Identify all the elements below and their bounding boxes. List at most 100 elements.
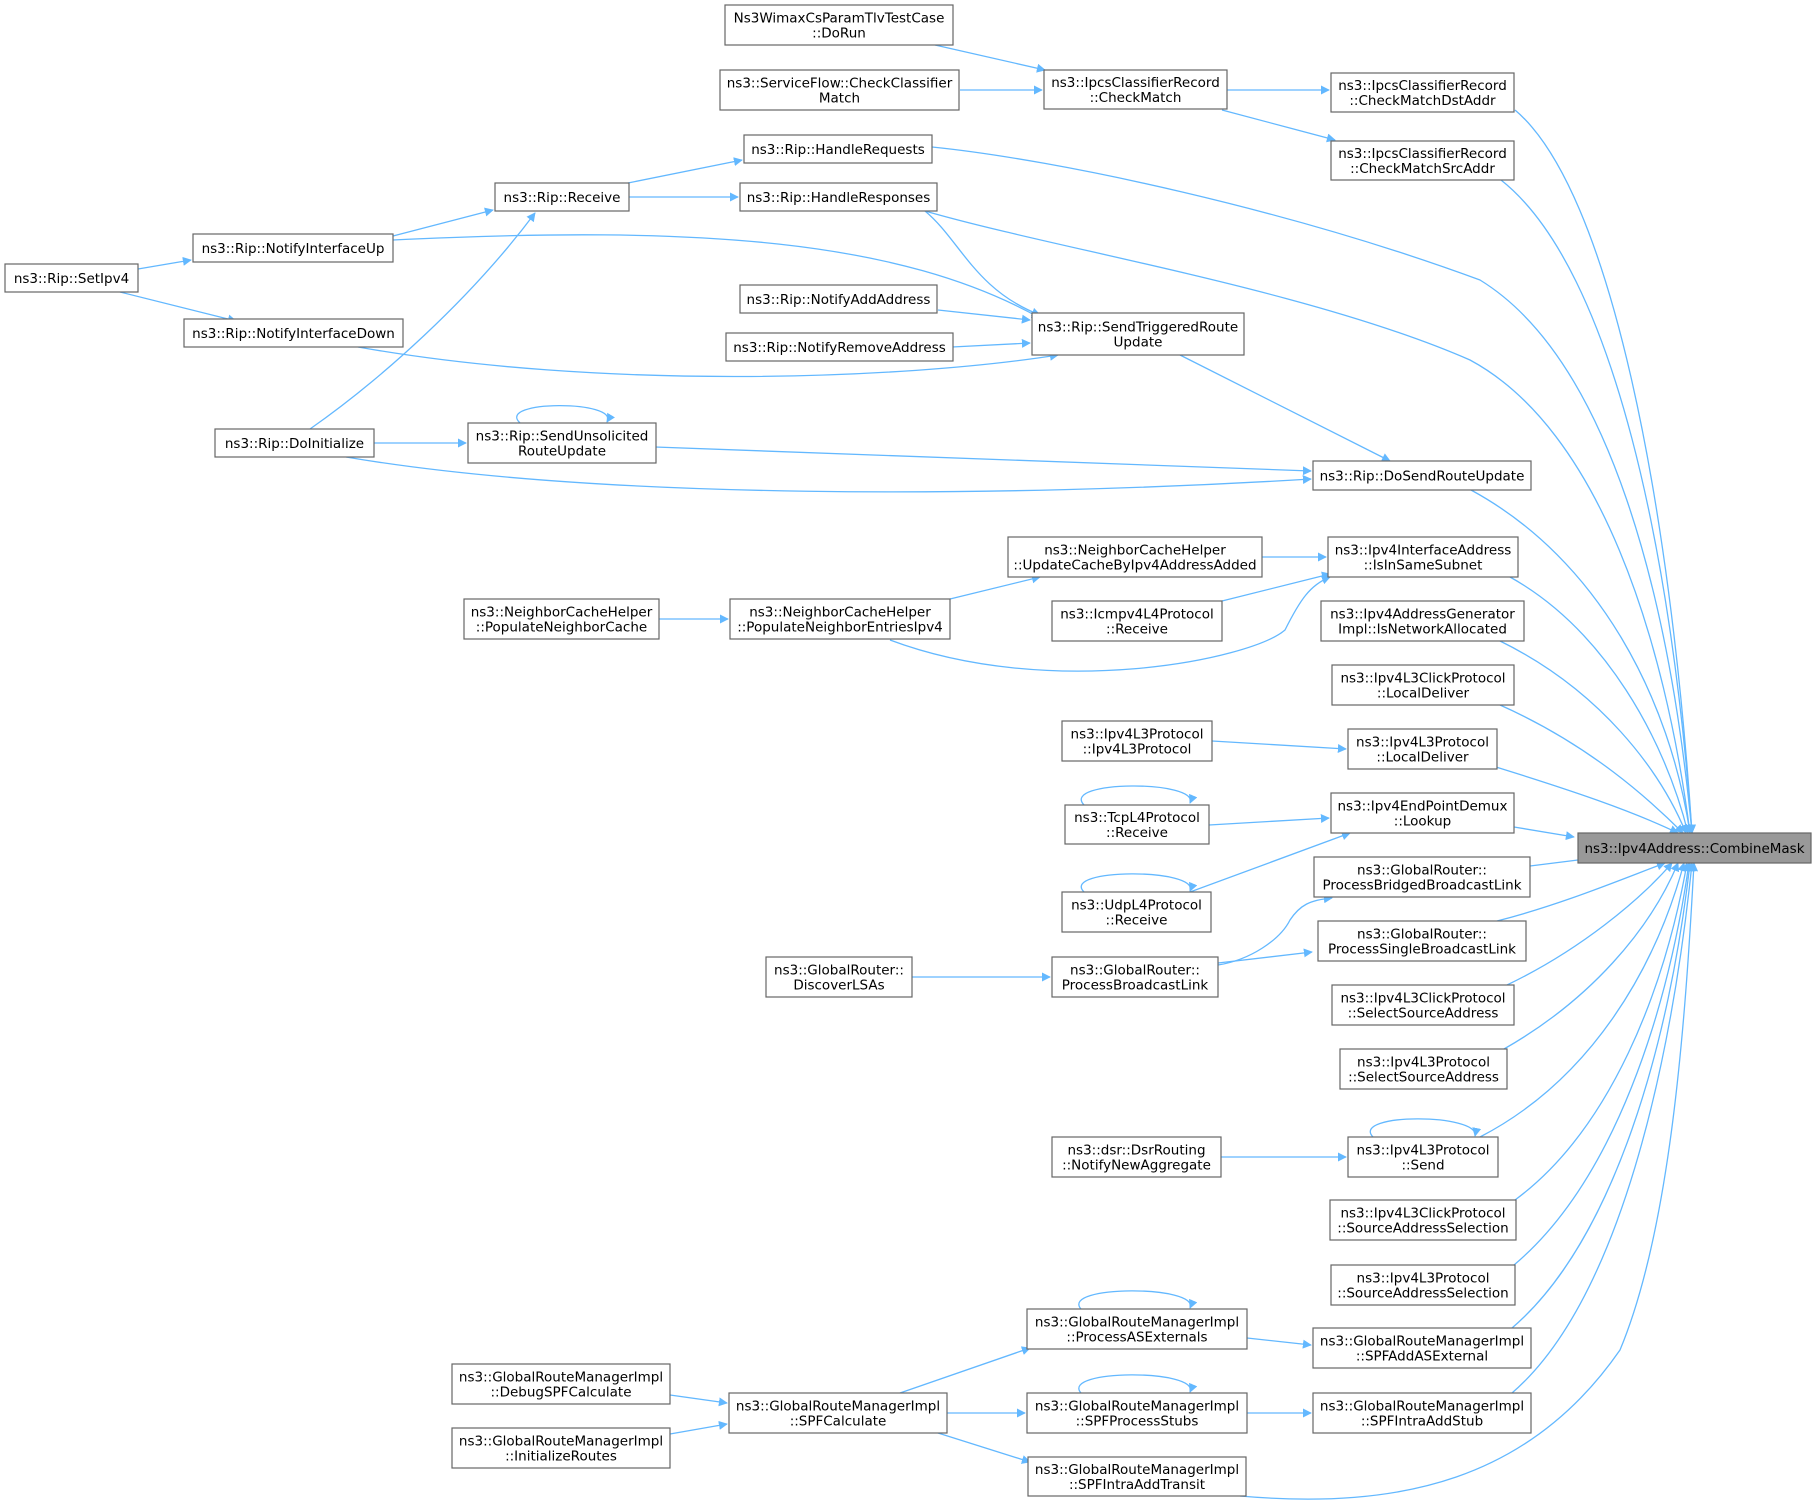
node-tcp[interactable]: ns3::TcpL4Protocol::Receive bbox=[1064, 804, 1210, 845]
node-ucache[interactable]: ns3::NeighborCacheHelper::UpdateCacheByI… bbox=[1007, 536, 1263, 578]
node-spfps[interactable]: ns3::GlobalRouteManagerImpl::SPFProcessS… bbox=[1026, 1392, 1248, 1434]
node-label: ns3::Rip::Receive bbox=[504, 190, 621, 206]
node-wimax[interactable]: Ns3WimaxCsParamTlvTestCase::DoRun bbox=[724, 4, 954, 46]
node-label: ns3::Ipv4L3ClickProtocol bbox=[1340, 991, 1505, 1007]
call-edge-ifdown bbox=[357, 346, 1059, 378]
node-psbl[interactable]: ns3::GlobalRouter::ProcessSingleBroadcas… bbox=[1317, 920, 1527, 962]
node-label: ::SelectSourceAddress bbox=[1348, 1006, 1499, 1022]
call-edge-setipv4 bbox=[119, 291, 237, 324]
node-popent[interactable]: ns3::NeighborCacheHelper::PopulateNeighb… bbox=[729, 598, 951, 640]
node-label: ::DebugSPFCalculate bbox=[490, 1385, 631, 1401]
node-pbbl[interactable]: ns3::GlobalRouter::ProcessBridgedBroadca… bbox=[1313, 856, 1531, 898]
node-pbl[interactable]: ns3::GlobalRouter::ProcessBroadcastLink bbox=[1051, 956, 1219, 998]
node-label: ns3::IpcsClassifierRecord bbox=[1338, 146, 1507, 162]
node-l3ctor[interactable]: ns3::Ipv4L3Protocol::Ipv4L3Protocol bbox=[1061, 720, 1213, 762]
call-edge-icmp bbox=[1221, 571, 1331, 602]
node-icmp[interactable]: ns3::Icmpv4L4Protocol::Receive bbox=[1051, 600, 1223, 642]
node-l3sel[interactable]: ns3::Ipv4L3Protocol::SelectSourceAddress bbox=[1339, 1048, 1508, 1090]
node-setipv4[interactable]: ns3::Rip::SetIpv4 bbox=[4, 263, 139, 293]
node-label: ns3::Rip::NotifyAddAddress bbox=[747, 292, 931, 308]
node-procase[interactable]: ns3::GlobalRouteManagerImpl::ProcessASEx… bbox=[1026, 1308, 1248, 1350]
node-label: ProcessBridgedBroadcastLink bbox=[1322, 878, 1521, 894]
node-doinit[interactable]: ns3::Rip::DoInitialize bbox=[214, 428, 375, 458]
call-edge-setipv4 bbox=[137, 256, 192, 270]
node-box bbox=[1026, 1392, 1248, 1434]
node-label: DiscoverLSAs bbox=[793, 978, 884, 994]
node-lookup[interactable]: ns3::Ipv4EndPointDemux::Lookup bbox=[1330, 792, 1515, 834]
node-l3ld[interactable]: ns3::Ipv4L3Protocol::LocalDeliver bbox=[1347, 728, 1498, 770]
node-isnet[interactable]: ns3::Ipv4AddressGeneratorImpl::IsNetwork… bbox=[1320, 600, 1525, 642]
node-ripreceive[interactable]: ns3::Rip::Receive bbox=[494, 182, 630, 212]
node-label: ns3::Ipv4L3Protocol bbox=[1357, 1143, 1490, 1159]
node-cmdst[interactable]: ns3::IpcsClassifierRecord::CheckMatchDst… bbox=[1330, 72, 1515, 113]
node-label: ::SPFCalculate bbox=[790, 1414, 887, 1430]
node-label: ::UpdateCacheByIpv4AddressAdded bbox=[1013, 558, 1256, 574]
call-edge-handlereq bbox=[931, 146, 1696, 834]
call-edge-doinit bbox=[309, 212, 536, 430]
node-cmsrc[interactable]: ns3::IpcsClassifierRecord::CheckMatchSrc… bbox=[1330, 140, 1515, 181]
node-label: Match bbox=[819, 91, 860, 107]
node-label: ns3::NeighborCacheHelper bbox=[1044, 543, 1226, 559]
call-edge-pbl bbox=[1217, 894, 1333, 966]
node-ifdown[interactable]: ns3::Rip::NotifyInterfaceDown bbox=[183, 318, 404, 348]
node-ifup[interactable]: ns3::Rip::NotifyInterfaceUp bbox=[192, 233, 394, 263]
node-debugspf[interactable]: ns3::GlobalRouteManagerImpl::DebugSPFCal… bbox=[451, 1363, 671, 1405]
call-edge-l3sel bbox=[1503, 862, 1680, 1050]
node-box bbox=[1577, 832, 1812, 864]
call-edge-lookup bbox=[1513, 826, 1575, 841]
node-box bbox=[1051, 600, 1223, 642]
call-edge-clicksas bbox=[1514, 862, 1691, 1201]
call-edge-ripreceive bbox=[627, 157, 743, 184]
node-popcache[interactable]: ns3::NeighborCacheHelper::PopulateNeighb… bbox=[463, 598, 660, 640]
node-label: ns3::Rip::NotifyRemoveAddress bbox=[733, 340, 946, 356]
node-box bbox=[494, 182, 630, 212]
node-spfstub[interactable]: ns3::GlobalRouteManagerImpl::SPFIntraAdd… bbox=[1312, 1392, 1532, 1434]
node-checkmatch[interactable]: ns3::IpcsClassifierRecord::CheckMatch bbox=[1043, 69, 1228, 110]
node-handlereq[interactable]: ns3::Rip::HandleRequests bbox=[743, 134, 933, 164]
node-label: ::Receive bbox=[1106, 622, 1168, 638]
node-box bbox=[1061, 891, 1212, 933]
node-label: ns3::IpcsClassifierRecord bbox=[1051, 75, 1220, 91]
node-clicksel[interactable]: ns3::Ipv4L3ClickProtocol::SelectSourceAd… bbox=[1331, 984, 1515, 1026]
node-l3send[interactable]: ns3::Ipv4L3Protocol::Send bbox=[1347, 1136, 1499, 1178]
node-label: ns3::GlobalRouteManagerImpl bbox=[1320, 1399, 1524, 1415]
call-edge-udp bbox=[1080, 873, 1198, 893]
node-label: ns3::IpcsClassifierRecord bbox=[1338, 78, 1507, 94]
node-box bbox=[739, 182, 938, 212]
node-label: ::NotifyNewAggregate bbox=[1062, 1158, 1211, 1174]
node-box bbox=[739, 284, 938, 314]
node-label: ns3::GlobalRouteManagerImpl bbox=[1035, 1399, 1239, 1415]
node-label: Impl::IsNetworkAllocated bbox=[1338, 622, 1507, 638]
node-addaddr[interactable]: ns3::Rip::NotifyAddAddress bbox=[739, 284, 938, 314]
call-edge-l3send bbox=[1479, 862, 1687, 1138]
node-spftransit[interactable]: ns3::GlobalRouteManagerImpl::SPFIntraAdd… bbox=[1027, 1456, 1247, 1497]
node-issame[interactable]: ns3::Ipv4InterfaceAddress::IsInSameSubne… bbox=[1327, 536, 1519, 578]
node-spfase[interactable]: ns3::GlobalRouteManagerImpl::SPFAddASExt… bbox=[1312, 1327, 1532, 1369]
node-box bbox=[1330, 1264, 1516, 1306]
call-edge-ifup bbox=[392, 207, 494, 237]
node-discover[interactable]: ns3::GlobalRouter::DiscoverLSAs bbox=[765, 956, 913, 998]
node-l3sas[interactable]: ns3::Ipv4L3Protocol::SourceAddressSelect… bbox=[1330, 1264, 1516, 1306]
node-box bbox=[1313, 856, 1531, 898]
node-dosend[interactable]: ns3::Rip::DoSendRouteUpdate bbox=[1312, 460, 1532, 491]
node-clickld[interactable]: ns3::Ipv4L3ClickProtocol::LocalDeliver bbox=[1331, 664, 1515, 706]
node-initroutes[interactable]: ns3::GlobalRouteManagerImpl::InitializeR… bbox=[451, 1427, 671, 1469]
node-label: ::SPFProcessStubs bbox=[1076, 1414, 1199, 1430]
node-clicksas[interactable]: ns3::Ipv4L3ClickProtocol::SourceAddressS… bbox=[1329, 1199, 1517, 1241]
call-edge-tcp bbox=[1080, 785, 1198, 806]
node-dsr[interactable]: ns3::dsr::DsrRouting::NotifyNewAggregate bbox=[1051, 1136, 1222, 1178]
node-remaddr[interactable]: ns3::Rip::NotifyRemoveAddress bbox=[725, 332, 954, 362]
call-edge-l3sas bbox=[1513, 862, 1693, 1266]
node-box bbox=[1331, 664, 1515, 706]
node-udp[interactable]: ns3::UdpL4Protocol::Receive bbox=[1061, 891, 1212, 933]
call-edge-clickld bbox=[1499, 704, 1684, 834]
node-handleresp[interactable]: ns3::Rip::HandleResponses bbox=[739, 182, 938, 212]
node-spfcalc[interactable]: ns3::GlobalRouteManagerImpl::SPFCalculat… bbox=[728, 1392, 948, 1434]
node-combine[interactable]: ns3::Ipv4Address::CombineMask bbox=[1577, 832, 1812, 864]
node-label: ns3::UdpL4Protocol bbox=[1071, 898, 1202, 914]
call-edge-doinit bbox=[345, 456, 1312, 493]
